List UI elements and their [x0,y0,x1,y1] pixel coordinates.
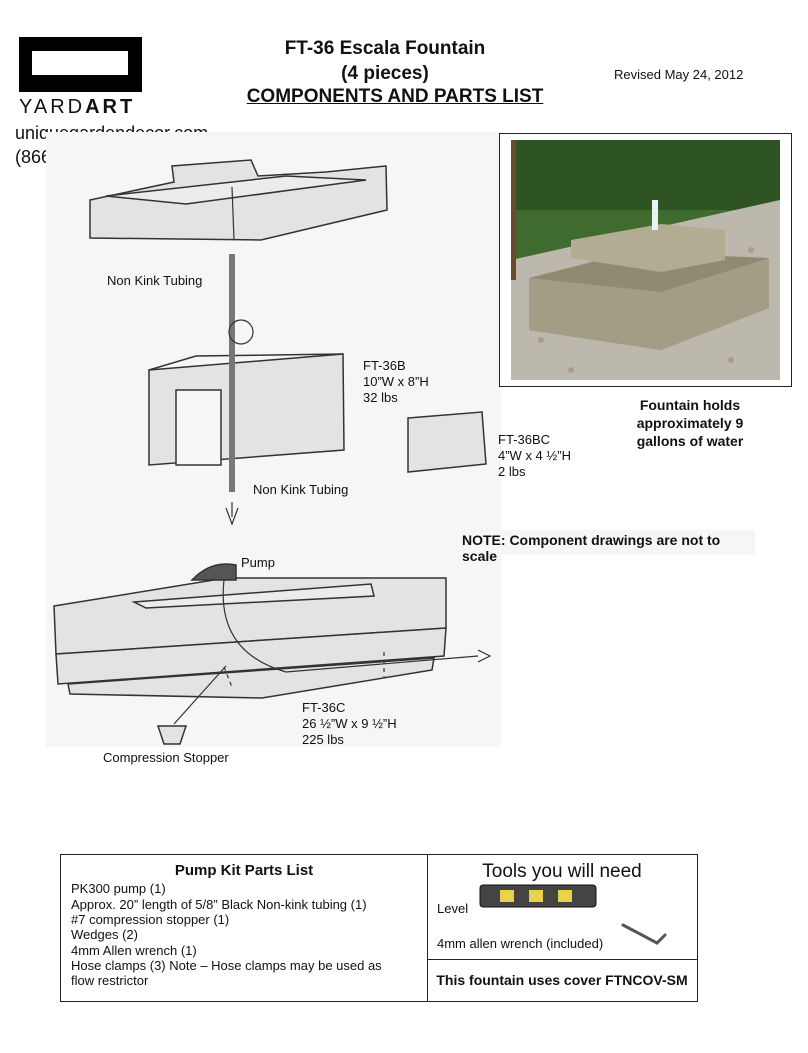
logo [19,37,142,92]
tools-title: Tools you will need [482,861,642,882]
tubing-label: Non Kink Tubing [253,482,349,497]
wrench-label: 4mm allen wrench (included) [437,936,604,951]
list-item: Approx. 20” length of 5/8” Black Non-kin… [71,897,367,912]
scale-note: NOTE: Component drawings are not to scal… [455,530,755,564]
section-title: COMPONENTS AND PARTS LIST [246,86,544,107]
list-item: PK300 pump (1) [71,881,166,896]
page-title: FT-36 Escala Fountain [284,38,486,59]
revised-date: Revised May 24, 2012 [614,67,744,82]
list-item: flow restrictor [71,973,149,988]
compression-stopper-shape [156,725,188,745]
list-item: #7 compression stopper (1) [71,912,230,927]
pump-kit-section: Pump Kit Parts List PK300 pump (1) Appro… [61,855,428,1001]
list-item: 4mm Allen wrench (1) [71,943,197,958]
level-label: Level [437,901,469,916]
capacity-note: Fountain holds approximately 9 gallons o… [636,397,744,449]
component-spec-ft36b: FT-36B 10”W x 8”H 32 lbs [363,358,429,405]
pump-shape [190,563,237,581]
parts-table: Pump Kit Parts List PK300 pump (1) Appro… [60,854,698,1002]
top-tier-shape [89,159,388,241]
page-subtitle: (4 pieces) [341,63,429,84]
level-icon [479,884,597,908]
tubing-label: Non Kink Tubing [107,273,203,288]
pump-kit-title: Pump Kit Parts List [174,862,314,879]
cover-note: This fountain uses cover FTNCOV-SM [427,959,697,1002]
component-spec-ft36c: FT-36C 26 ½”W x 9 ½”H 225 lbs [302,700,397,747]
list-item: Hose clamps (3) Note – Hose clamps may b… [71,958,382,973]
block-ft36bc-shape [407,411,487,473]
pump-label: Pump [241,555,275,570]
list-item: Wedges (2) [71,927,138,942]
fountain-photo [499,133,792,387]
logo-wordmark: YARDART [19,96,136,118]
component-spec-ft36bc: FT-36BC 4”W x 4 ½”H 2 lbs [498,432,571,479]
allen-wrench-icon [621,923,667,945]
stopper-label: Compression Stopper [103,750,229,765]
component-drawing: Non Kink Tubing Non Kink Tubing Pump Com… [46,132,571,765]
